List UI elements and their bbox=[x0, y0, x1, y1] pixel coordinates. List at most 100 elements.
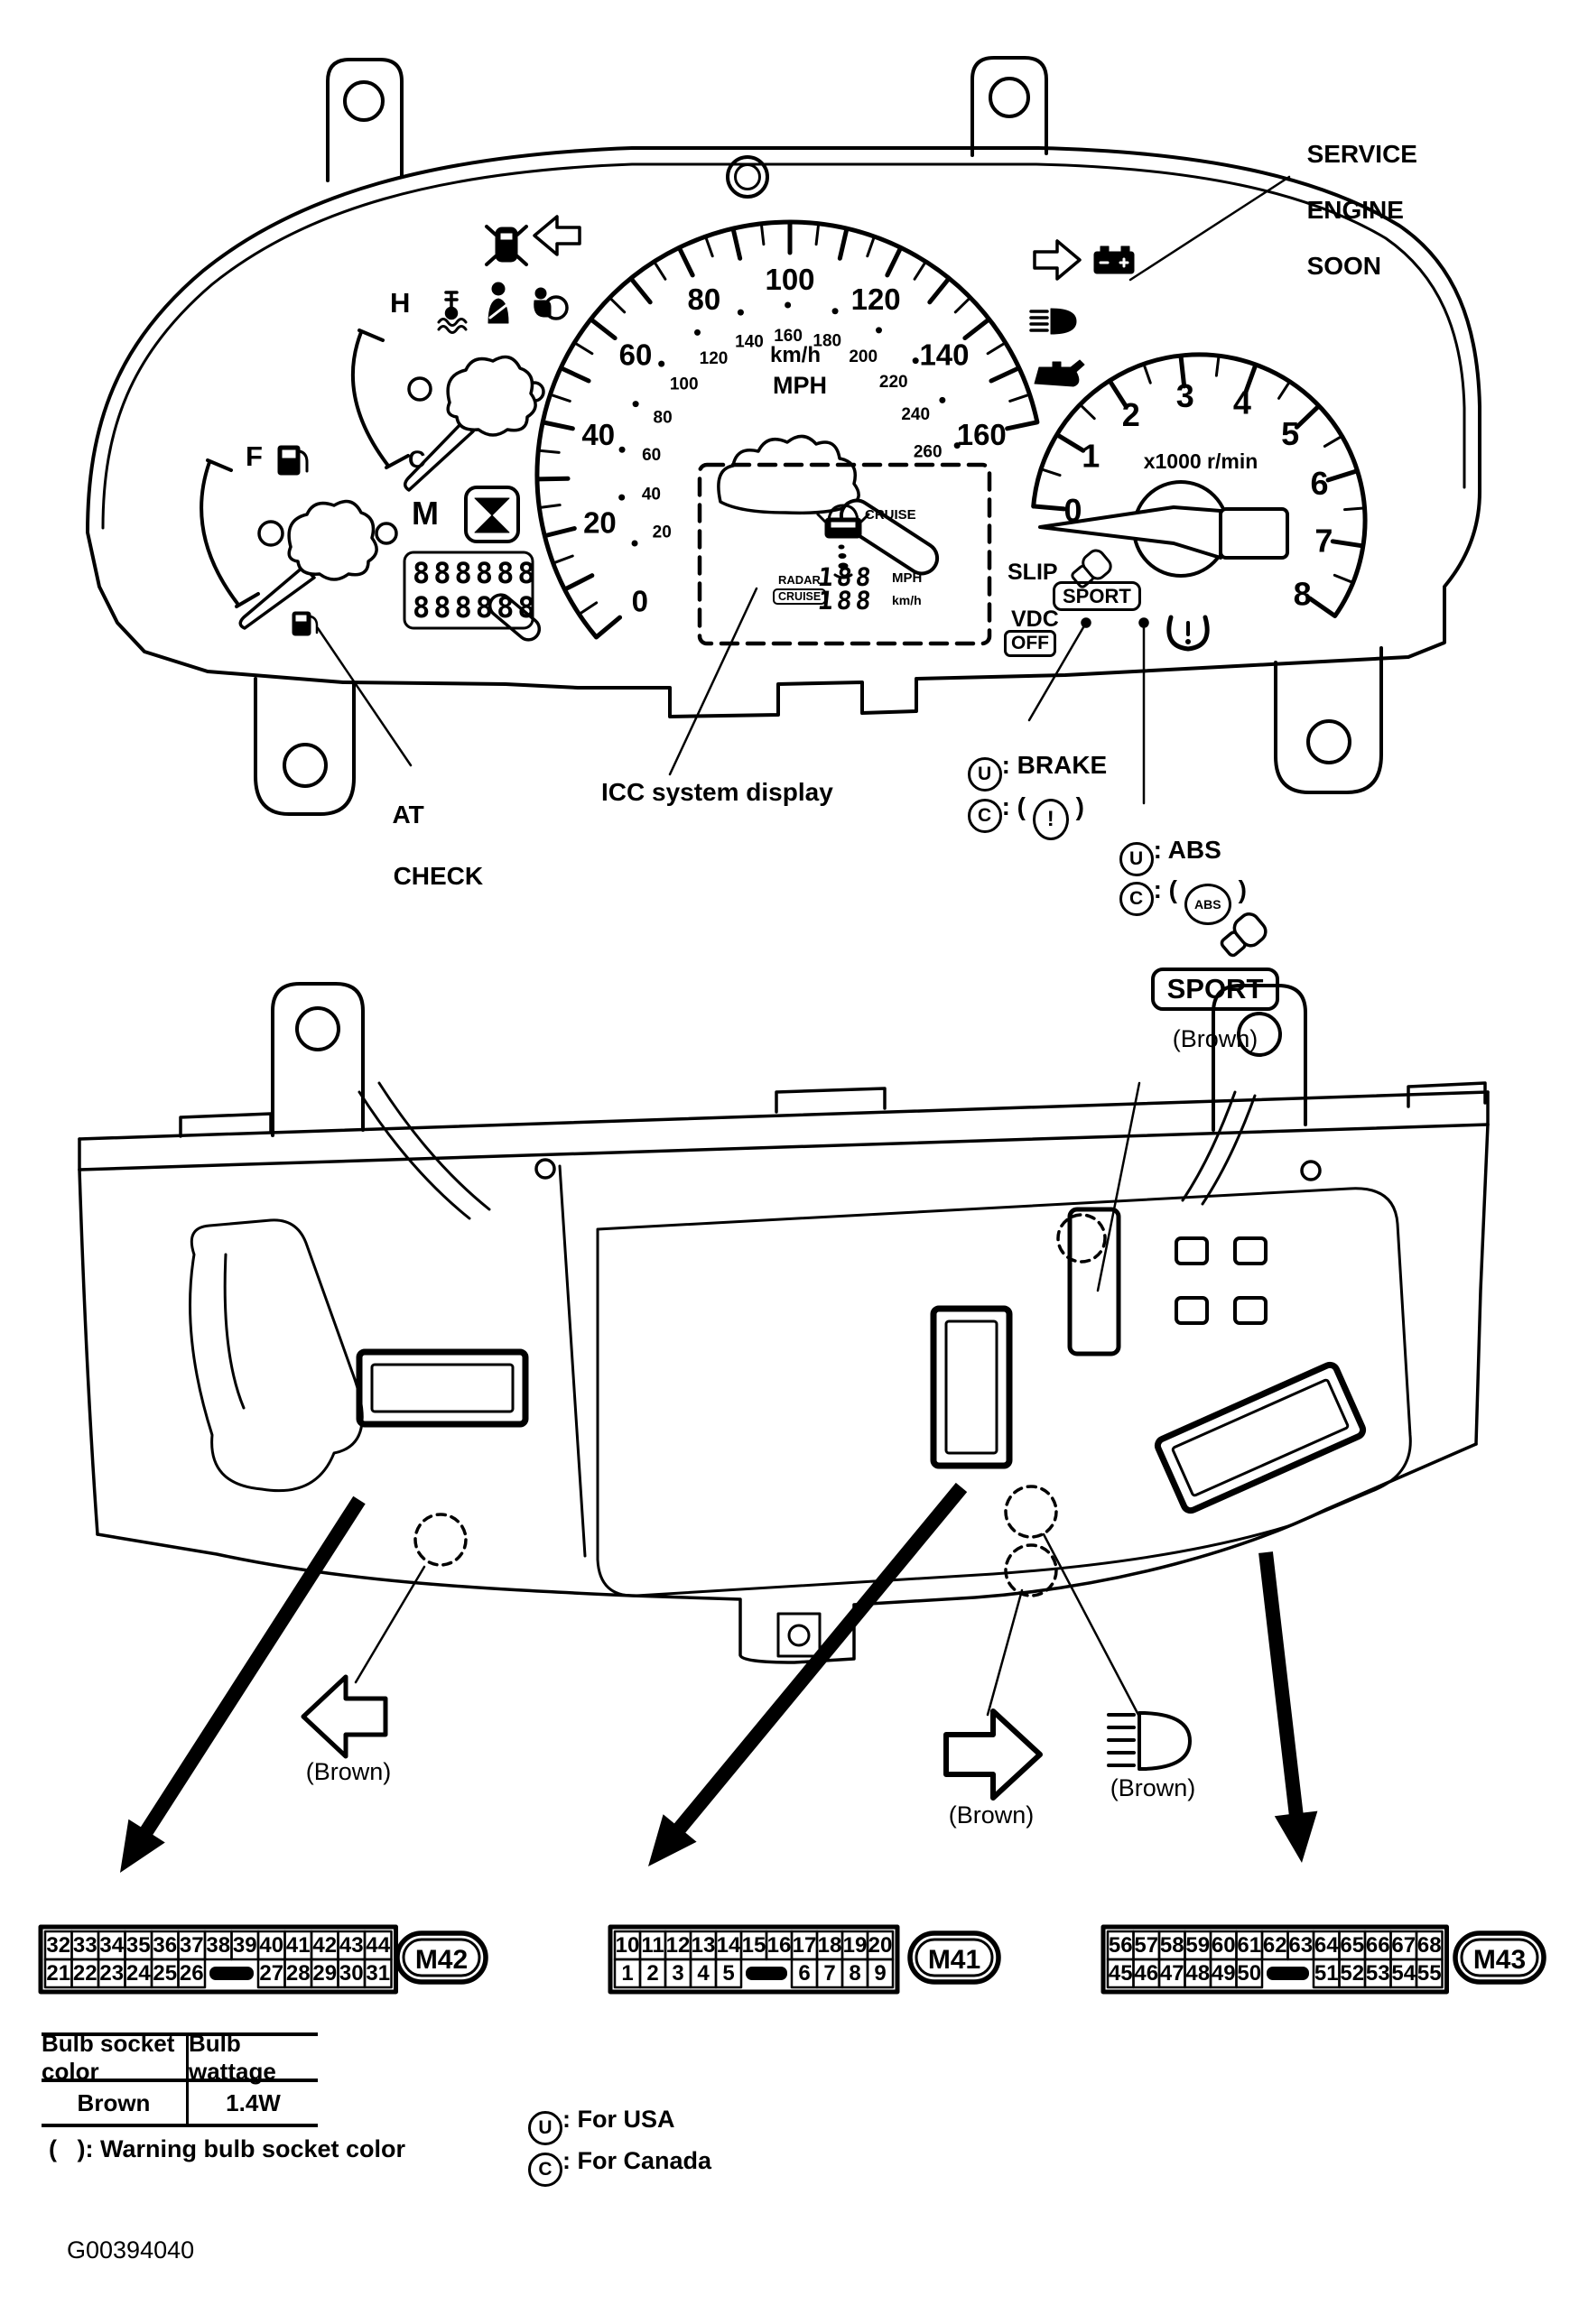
pin-cell bbox=[714, 1958, 743, 1989]
pin-number: 23 bbox=[99, 1961, 124, 1986]
check-line: CHECK bbox=[393, 862, 484, 890]
pin-number: 14 bbox=[717, 1933, 741, 1958]
mount-hole bbox=[283, 743, 328, 788]
coolant-temp-icon bbox=[437, 291, 468, 334]
tach-number: 7 bbox=[1314, 522, 1333, 559]
abs-text: : ABS bbox=[1153, 836, 1221, 865]
circled-c: C bbox=[967, 799, 1002, 834]
icc-car-icon bbox=[816, 504, 870, 539]
speedo-tick bbox=[628, 276, 653, 305]
cruise-box: CRUISE bbox=[773, 588, 827, 606]
pin-number: 37 bbox=[180, 1933, 204, 1958]
turn-right-bulb-icon bbox=[943, 1708, 1043, 1801]
pin-number: 31 bbox=[366, 1961, 390, 1986]
tach-tick bbox=[1178, 354, 1187, 389]
pin-number: 17 bbox=[793, 1933, 817, 1958]
pin-number: 39 bbox=[233, 1933, 257, 1958]
turn-left-bulb-icon bbox=[301, 1674, 388, 1759]
service-engine-soon-label: SERVICE ENGINE SOON bbox=[1293, 112, 1417, 280]
speedo-tick bbox=[578, 601, 599, 616]
pin-cell bbox=[866, 1958, 895, 1989]
speedo-mph-unit: MPH bbox=[773, 372, 827, 399]
pin-number: 67 bbox=[1391, 1933, 1416, 1958]
icc-radar: RADAR bbox=[778, 573, 821, 587]
speedo-kmh-dot bbox=[632, 401, 639, 408]
bulb-socket-dashed bbox=[413, 1513, 468, 1567]
circled-u: U bbox=[528, 2111, 563, 2146]
pin-number: 13 bbox=[692, 1933, 716, 1958]
back-left-bracket bbox=[189, 1218, 364, 1493]
temp-needle-tail bbox=[404, 421, 475, 492]
paren: : ( bbox=[1001, 792, 1026, 821]
tach-tick bbox=[1032, 504, 1067, 512]
speedo-kmh-number: 160 bbox=[774, 327, 803, 346]
icc-unit-upper: MPH bbox=[892, 570, 923, 586]
arrow-to-m41 bbox=[648, 1482, 968, 1866]
pin-number: 41 bbox=[286, 1933, 311, 1958]
off-box: OFF bbox=[1004, 630, 1056, 658]
back-cluster-outline bbox=[78, 982, 1490, 1664]
pin-number: 64 bbox=[1314, 1933, 1339, 1958]
speedo-kmh-dot bbox=[876, 327, 883, 334]
speedo-kmh-dot bbox=[737, 309, 744, 316]
tach-number: 2 bbox=[1122, 396, 1140, 433]
speedo-kmh-dot bbox=[785, 301, 792, 309]
tach-tick bbox=[1214, 355, 1221, 377]
pointer-arrows bbox=[120, 1482, 1318, 1873]
leader-sport-socket bbox=[1096, 1081, 1141, 1292]
tach-tick bbox=[1055, 432, 1086, 453]
speedo-tick bbox=[594, 615, 623, 639]
speedo-kmh-dot bbox=[618, 446, 626, 453]
turn-right-color: (Brown) bbox=[948, 1801, 1035, 1829]
pin-number: 30 bbox=[339, 1961, 364, 1986]
turn-left-color: (Brown) bbox=[305, 1758, 392, 1785]
pin-key-bar bbox=[1267, 1967, 1309, 1980]
speedo-tick bbox=[541, 420, 575, 431]
speedo-kmh-number: 20 bbox=[653, 523, 672, 542]
pin-cell bbox=[1235, 1958, 1264, 1989]
canada-text: : For Canada bbox=[562, 2147, 712, 2175]
speedo-tick bbox=[553, 554, 574, 565]
speedo-kmh-dot bbox=[912, 357, 919, 365]
speedo-tick bbox=[986, 341, 1007, 356]
speedo-kmh-number: 200 bbox=[849, 347, 878, 366]
connector-m43-socket bbox=[1154, 1361, 1367, 1514]
bulb-function-icons bbox=[301, 1674, 1192, 1801]
pin-number: 47 bbox=[1160, 1961, 1184, 1986]
leader-icc bbox=[668, 587, 758, 776]
speedo-mph-number: 160 bbox=[957, 418, 1007, 451]
back-leader-lines bbox=[354, 1081, 1141, 1718]
speedo-kmh-number: 80 bbox=[654, 408, 673, 427]
pin-number: 62 bbox=[1263, 1933, 1287, 1958]
pin-number: 55 bbox=[1417, 1961, 1442, 1986]
bulb-socket-dashed bbox=[1004, 1543, 1058, 1597]
speedo-tick bbox=[562, 573, 595, 592]
pin-number: 26 bbox=[180, 1961, 204, 1986]
speedo-mph-number: 80 bbox=[688, 282, 721, 316]
speedo-kmh-number: 240 bbox=[901, 405, 930, 424]
mount-hole bbox=[1306, 719, 1351, 764]
pin-number: 11 bbox=[641, 1933, 664, 1958]
icc-speed-lower: 188 bbox=[816, 586, 877, 616]
tach-tick bbox=[1142, 363, 1152, 384]
connector-id-badges bbox=[395, 1930, 1546, 1985]
speedo-tick bbox=[537, 449, 561, 454]
tpms-icon bbox=[1166, 615, 1210, 652]
leader-at-check bbox=[316, 626, 413, 767]
speedo-kmh-dot bbox=[939, 396, 946, 403]
pin-number: 29 bbox=[312, 1961, 337, 1986]
mount-tab-bottom-right bbox=[1274, 646, 1383, 794]
pin-number: 24 bbox=[126, 1961, 151, 1986]
front-cluster-outline bbox=[86, 56, 1481, 816]
tach-number: 1 bbox=[1082, 437, 1100, 474]
speedo-kmh-dot bbox=[618, 494, 626, 501]
pin-number: 54 bbox=[1391, 1961, 1416, 1986]
speedo-mph-number: 140 bbox=[919, 338, 969, 371]
speedo-tick bbox=[1008, 393, 1031, 403]
pin-number: 4 bbox=[697, 1961, 710, 1986]
pin-number: 9 bbox=[874, 1961, 886, 1986]
pin-number: 65 bbox=[1340, 1933, 1364, 1958]
speedo-tick bbox=[962, 317, 991, 341]
